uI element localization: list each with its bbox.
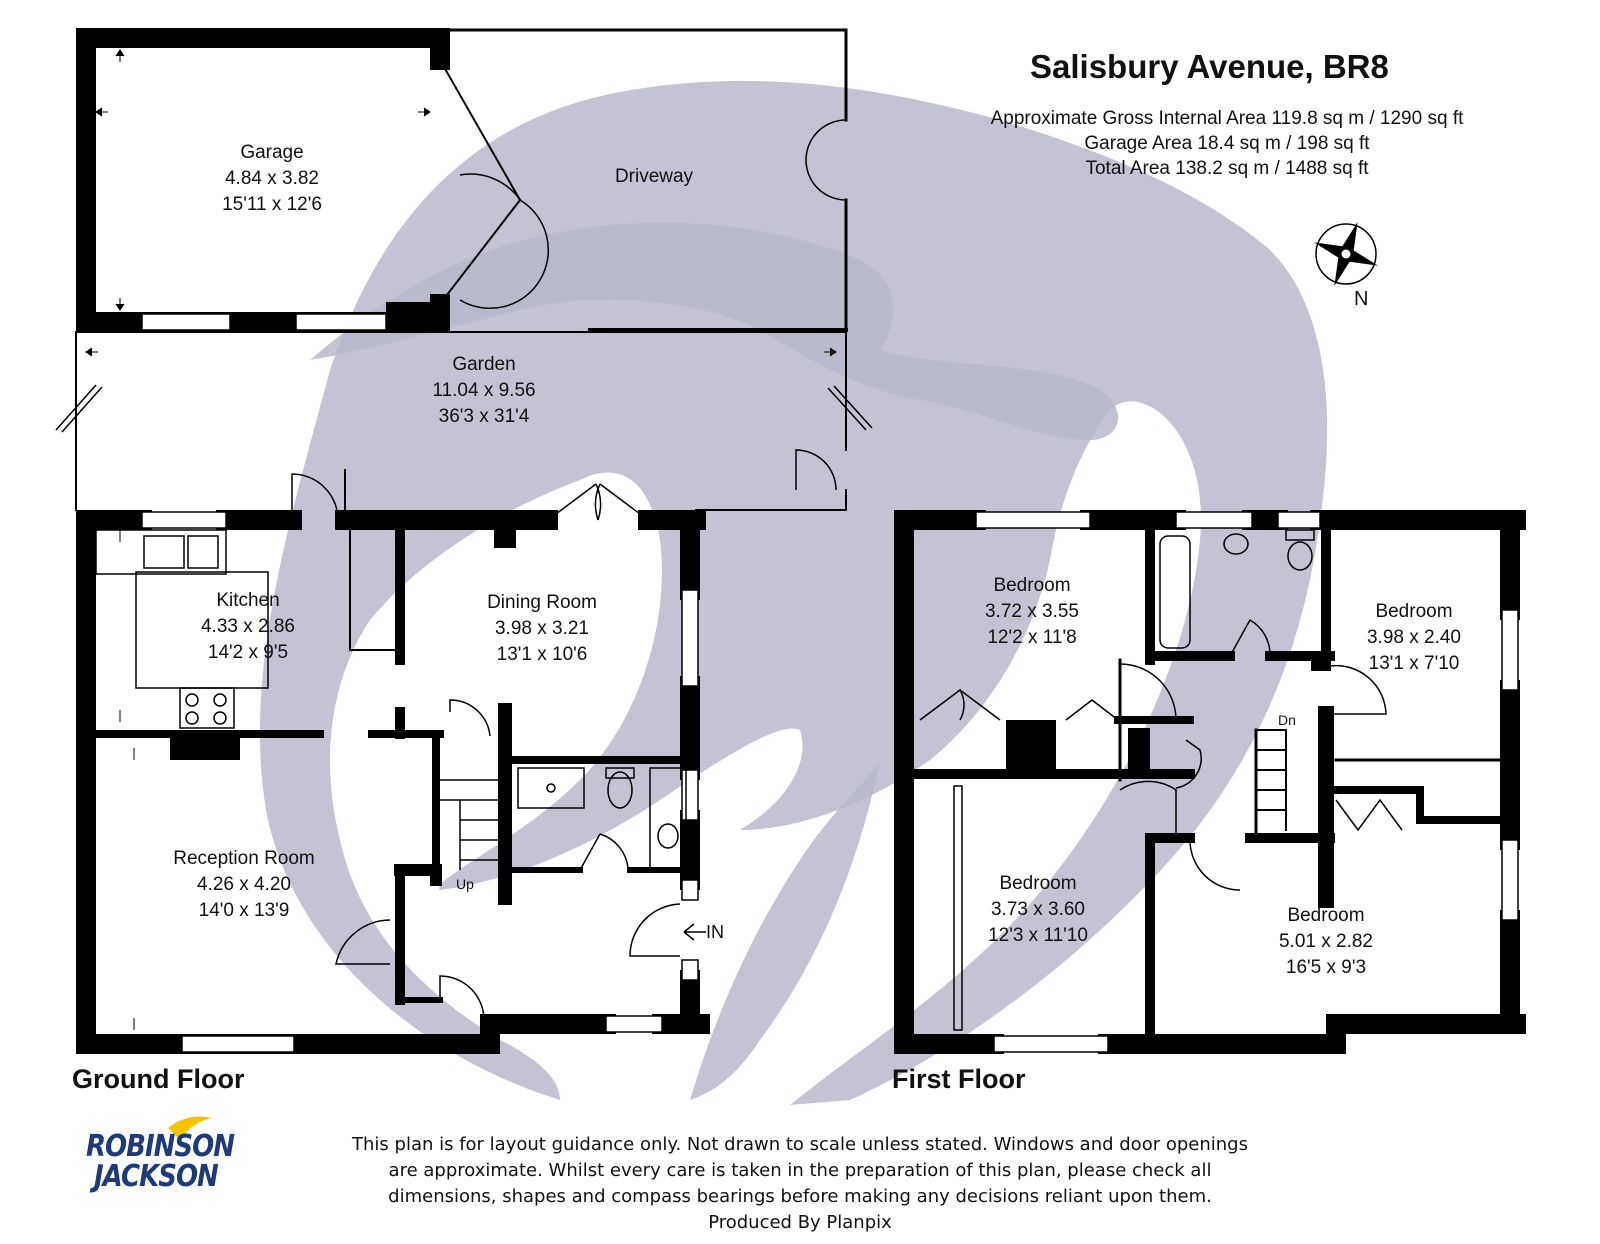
room-driveway: Driveway (615, 164, 693, 190)
room-name: Garage (240, 142, 304, 163)
room-name: Dining Room (487, 592, 597, 613)
area-total: Total Area 138.2 sq m / 1488 sq ft (1085, 158, 1369, 179)
disclaimer-line: dimensions, shapes and compass bearings … (388, 1186, 1212, 1207)
room-metric: 5.01 x 2.82 (1278, 931, 1374, 952)
stairs-down-label: Dn (1278, 712, 1296, 728)
dimension-arrows (85, 49, 1520, 1030)
first-floor-title: First Floor (892, 1064, 1026, 1094)
disclaimer-line: This plan is for layout guidance only. N… (352, 1134, 1248, 1155)
room-imperial: 14'2 x 9'5 (207, 642, 289, 663)
room-dining: Dining Room 3.98 x 3.21 13'1 x 10'6 (487, 590, 597, 668)
room-metric: 3.73 x 3.60 (990, 899, 1086, 920)
disclaimer-producer: Produced By Planpix (708, 1212, 892, 1233)
room-garage: Garage 4.84 x 3.82 15'11 x 12'6 (222, 140, 322, 218)
room-name: Kitchen (216, 590, 280, 611)
first-floor-doors (919, 529, 1403, 1031)
area-garage: Garage Area 18.4 sq m / 198 sq ft (1084, 133, 1370, 154)
room-metric: 3.98 x 3.21 (494, 618, 590, 639)
room-metric: 4.26 x 4.20 (196, 874, 292, 895)
watermark-logo (259, 80, 1328, 1105)
logo-swoosh-icon (168, 1116, 212, 1140)
room-imperial: 13'1 x 10'6 (496, 644, 588, 665)
entrance-arrow-icon (683, 923, 706, 941)
ground-floor-fixtures (95, 529, 687, 870)
ground-floor-doors (55, 119, 873, 1021)
area-gross: Approximate Gross Internal Area 119.8 sq… (990, 108, 1464, 129)
room-name: Reception Room (173, 848, 315, 869)
stairs-up-label: Up (456, 876, 474, 892)
room-name: Bedroom (993, 575, 1071, 596)
logo-line-1: ROBINSON (86, 1129, 235, 1165)
room-name: Driveway (614, 166, 694, 187)
room-metric: 4.33 x 2.86 (200, 616, 296, 637)
compass-label: N (1354, 288, 1369, 310)
room-bedroom-1: Bedroom 3.72 x 3.55 12'2 x 11'8 (985, 573, 1079, 651)
property-title: Salisbury Avenue, BR8 (1030, 48, 1389, 85)
room-imperial: 12'2 x 11'8 (987, 627, 1077, 648)
room-name: Garden (452, 354, 516, 375)
room-metric: 3.72 x 3.55 (984, 601, 1080, 622)
room-reception: Reception Room 4.26 x 4.20 14'0 x 13'9 (173, 846, 315, 924)
room-metric: 4.84 x 3.82 (224, 168, 320, 189)
room-bedroom-2: Bedroom 3.98 x 2.40 13'1 x 7'10 (1367, 599, 1461, 677)
room-imperial: 15'11 x 12'6 (222, 194, 322, 215)
ground-floor-title: Ground Floor (72, 1064, 245, 1094)
room-name: Bedroom (1287, 905, 1365, 926)
room-name: Bedroom (1375, 601, 1453, 622)
room-bedroom-3: Bedroom 3.73 x 3.60 12'3 x 11'10 (988, 871, 1088, 949)
room-kitchen: Kitchen 4.33 x 2.86 14'2 x 9'5 (201, 588, 295, 666)
room-imperial: 36'3 x 31'4 (438, 406, 530, 427)
ground-floor-walls (75, 28, 848, 1054)
room-imperial: 16'5 x 9'3 (1285, 957, 1367, 978)
disclaimer-line: are approximate. Whilst every care is ta… (388, 1160, 1212, 1181)
area-summary: Approximate Gross Internal Area 119.8 sq… (962, 106, 1492, 181)
room-bedroom-4: Bedroom 5.01 x 2.82 16'5 x 9'3 (1279, 903, 1373, 981)
room-imperial: 13'1 x 7'10 (1368, 653, 1460, 674)
room-garden: Garden 11.04 x 9.56 36'3 x 31'4 (432, 352, 535, 430)
compass-icon (1314, 222, 1378, 286)
entrance-label: IN (706, 922, 724, 942)
room-imperial: 12'3 x 11'10 (988, 925, 1088, 946)
room-imperial: 14'0 x 13'9 (198, 900, 290, 921)
ground-floor-windows (141, 313, 699, 1053)
room-metric: 3.98 x 2.40 (1366, 627, 1462, 648)
agency-logo: ROBINSON JACKSON (86, 1130, 235, 1228)
first-floor-walls (894, 510, 1526, 1054)
first-floor-windows (975, 511, 1519, 1053)
disclaimer-text: This plan is for layout guidance only. N… (300, 1132, 1300, 1236)
logo-line-2: JACKSON (94, 1159, 219, 1195)
room-name: Bedroom (999, 873, 1077, 894)
room-metric: 11.04 x 9.56 (432, 380, 536, 401)
